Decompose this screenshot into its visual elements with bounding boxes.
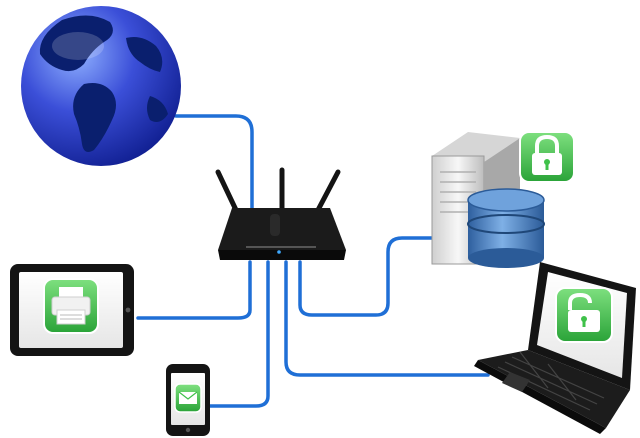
printer-icon <box>43 278 99 334</box>
laptop-icon <box>474 262 636 434</box>
globe-icon <box>21 6 181 166</box>
cables <box>136 114 490 408</box>
mail-icon <box>174 383 202 413</box>
link-router-laptop <box>284 260 490 377</box>
link-internet-router <box>174 114 254 214</box>
link-router-server <box>298 236 442 317</box>
wireless-router-icon <box>215 167 346 260</box>
link-router-tablet <box>136 260 252 320</box>
padlock-locked-icon <box>519 131 575 183</box>
server-database-icon <box>431 132 545 268</box>
padlock-unlocked-icon <box>555 287 613 343</box>
link-router-phone <box>208 260 270 408</box>
